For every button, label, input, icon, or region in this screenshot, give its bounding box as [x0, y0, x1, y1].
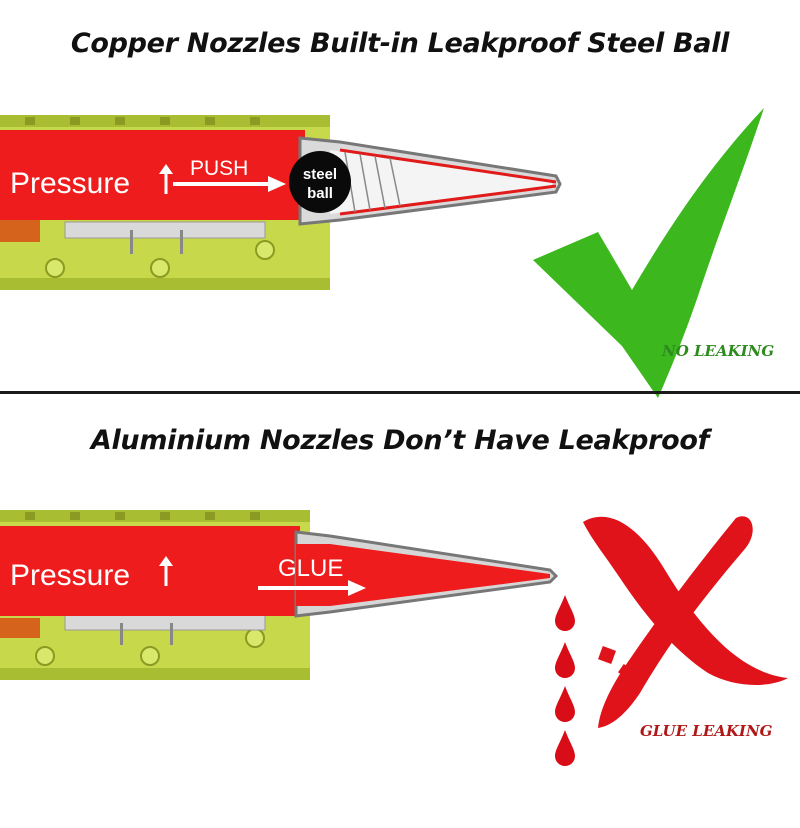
copper-nozzle: [298, 136, 562, 226]
status-glue-leaking: GLUE LEAKING: [640, 722, 773, 740]
section-divider: [0, 391, 800, 394]
pressure-label: Pressure: [10, 559, 130, 592]
status-no-leaking: NO LEAKING: [662, 342, 775, 360]
heading-copper-nozzle: Copper Nozzles Built-in Leakproof Steel …: [70, 28, 730, 59]
glue-drop-icon: [555, 730, 575, 766]
steel-ball: [289, 151, 351, 213]
glue-drops: [555, 595, 575, 766]
push-label: PUSH: [190, 157, 248, 180]
steel-ball-label-line2: ball: [307, 185, 333, 202]
glue-drop-icon: [555, 642, 575, 678]
pressure-label: Pressure: [10, 167, 130, 200]
pressure-up-arrow-icon: [159, 556, 173, 586]
glue-label: GLUE: [278, 555, 343, 582]
pressure-chamber: [0, 526, 300, 616]
check-mark-icon: [533, 108, 764, 398]
glue-arrow-icon: [258, 580, 366, 596]
copper-nozzle-diagram: Pressure PUSH steel ball: [0, 108, 764, 398]
pressure-chamber: [0, 130, 305, 220]
cross-mark-icon: [583, 516, 788, 728]
pressure-up-arrow-icon: [159, 164, 173, 194]
aluminium-nozzle-diagram: Pressure GLUE: [0, 510, 788, 766]
glue-drop-icon: [555, 595, 575, 631]
glue-drop-icon: [555, 686, 575, 722]
push-arrow-icon: [173, 176, 286, 192]
steel-ball-label-line1: steel: [303, 166, 337, 183]
heading-aluminium-nozzle: Aluminium Nozzles Don’t Have Leakproof: [90, 425, 710, 456]
